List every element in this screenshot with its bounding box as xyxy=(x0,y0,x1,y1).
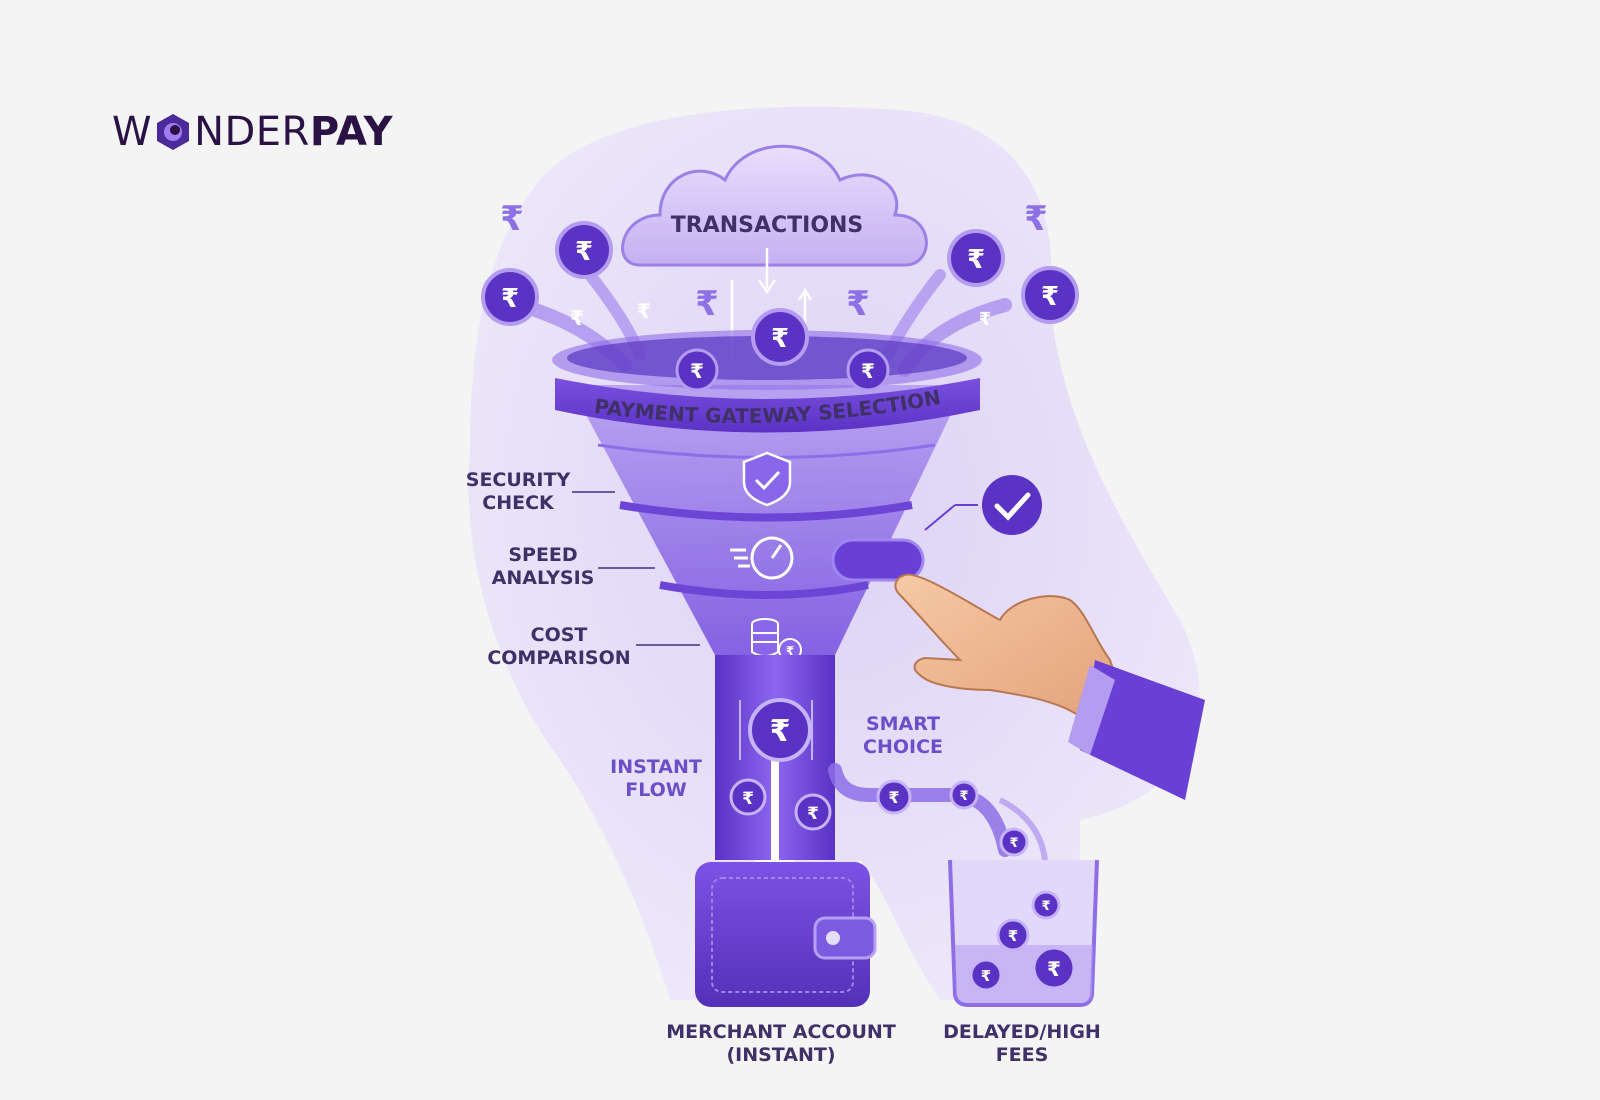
rupee-coin-symbol: ₹ xyxy=(771,324,789,354)
rupee-coin-symbol: ₹ xyxy=(575,237,593,267)
rupee-coin-symbol: ₹ xyxy=(1047,957,1061,981)
logo-text-nder: NDER xyxy=(194,109,310,155)
pointing-hand-icon xyxy=(894,573,1205,800)
instant-flow-line1: INSTANT xyxy=(610,756,702,778)
rupee-coin: ₹ xyxy=(999,827,1029,857)
rupee-coin: ₹ xyxy=(949,780,979,810)
coin-stack-rupee: ₹ xyxy=(786,644,794,658)
delayed-fees-line1: DELAYED/HIGH xyxy=(943,1021,1101,1043)
rupee-coin: ₹ xyxy=(996,918,1030,952)
rupee-coin-symbol: ₹ xyxy=(861,359,875,383)
cost-comparison-line1: COST xyxy=(531,624,588,646)
rupee-coin: ₹ xyxy=(947,229,1005,287)
merchant-account-label: MERCHANT ACCOUNT (INSTANT) xyxy=(666,1021,896,1066)
speedometer-icon xyxy=(730,536,794,580)
logo-text-pay: PAY xyxy=(309,109,394,155)
smart-choice-line2: CHOICE xyxy=(863,736,943,758)
rupee-coin: ₹ xyxy=(1032,946,1076,990)
smart-choice-line1: SMART xyxy=(866,713,940,735)
floating-rupee: ₹ xyxy=(695,284,719,324)
security-check-line1: SECURITY xyxy=(466,469,571,491)
rupee-coin-symbol: ₹ xyxy=(807,804,819,824)
transactions-cloud: TRANSACTIONS xyxy=(621,144,928,267)
rupee-coin: ₹ xyxy=(481,268,539,326)
funnel: PAYMENT GATEWAY SELECTION xyxy=(552,330,982,655)
rupee-coin: ₹ xyxy=(1031,890,1061,920)
merchant-account-line1: MERCHANT ACCOUNT xyxy=(666,1021,896,1043)
floating-rupee: ₹ xyxy=(846,284,870,324)
cost-comparison-label: COST COMPARISON xyxy=(487,624,700,669)
rupee-coin-symbol: ₹ xyxy=(981,967,991,985)
rupee-coin: ₹ xyxy=(675,348,719,392)
rupee-coins: ₹ ₹ ₹ ₹ ₹ ₹ ₹ ₹ ₹ ₹ ₹ ₹ ₹ ₹ ₹ ₹ ₹ xyxy=(481,221,1079,992)
security-check-label: SECURITY CHECK xyxy=(466,469,615,514)
speed-analysis-label: SPEED ANALYSIS xyxy=(492,544,655,589)
rupee-coin-symbol: ₹ xyxy=(501,284,519,314)
delayed-fees-line2: FEES xyxy=(996,1044,1049,1066)
rupee-coin: ₹ xyxy=(876,779,912,815)
delayed-fees-label: DELAYED/HIGH FEES xyxy=(943,1021,1101,1066)
rupee-coin-symbol: ₹ xyxy=(742,789,754,809)
rupee-coin: ₹ xyxy=(794,793,832,831)
rupee-coin: ₹ xyxy=(751,308,809,366)
floating-rupee: ₹ xyxy=(979,309,992,330)
rupee-coin: ₹ xyxy=(1021,266,1079,324)
rupee-coin-symbol: ₹ xyxy=(967,245,985,275)
floating-rupee-symbols: ₹ ₹ ₹ ₹ ₹ ₹ ₹ xyxy=(500,199,1048,330)
rupee-coin: ₹ xyxy=(846,348,890,392)
instant-flow-pipe xyxy=(715,655,835,890)
security-check-line2: CHECK xyxy=(482,492,555,514)
floating-rupee: ₹ xyxy=(500,199,524,239)
rupee-coin-symbol: ₹ xyxy=(1008,927,1018,945)
shield-check-icon xyxy=(742,451,792,507)
instant-flow-label: INSTANT FLOW xyxy=(610,756,702,801)
merchant-account-line2: (INSTANT) xyxy=(726,1044,835,1066)
speed-analysis-line1: SPEED xyxy=(508,544,577,566)
check-icon xyxy=(924,475,1042,535)
rupee-coin-symbol: ₹ xyxy=(1009,836,1018,851)
merchant-wallet-icon xyxy=(695,862,877,1007)
floating-rupee: ₹ xyxy=(570,306,584,330)
cost-comparison-line2: COMPARISON xyxy=(487,647,630,669)
rupee-coin: ₹ xyxy=(969,958,1003,992)
floating-rupee: ₹ xyxy=(637,299,651,323)
rupee-coin: ₹ xyxy=(555,221,613,279)
logo-text-w: W xyxy=(112,109,153,155)
wonderpay-logo: W NDER PAY xyxy=(112,108,393,156)
smart-choice-toggle[interactable] xyxy=(831,538,925,582)
logo-hexagon-icon xyxy=(157,114,190,150)
speed-analysis-line2: ANALYSIS xyxy=(492,567,595,589)
rupee-coin-symbol: ₹ xyxy=(959,789,968,804)
rupee-coin: ₹ xyxy=(729,778,767,816)
rupee-coin-symbol: ₹ xyxy=(888,788,899,807)
floating-rupee: ₹ xyxy=(1024,199,1048,239)
rupee-coin: ₹ xyxy=(748,698,812,762)
instant-flow-line2: FLOW xyxy=(625,779,687,801)
rupee-coin-symbol: ₹ xyxy=(690,359,704,383)
rupee-coin-symbol: ₹ xyxy=(1041,282,1059,312)
smart-choice-label: SMART CHOICE xyxy=(863,713,943,758)
rupee-coin-symbol: ₹ xyxy=(770,714,791,749)
rupee-coin-symbol: ₹ xyxy=(1041,899,1050,914)
transactions-label: TRANSACTIONS xyxy=(671,213,864,238)
